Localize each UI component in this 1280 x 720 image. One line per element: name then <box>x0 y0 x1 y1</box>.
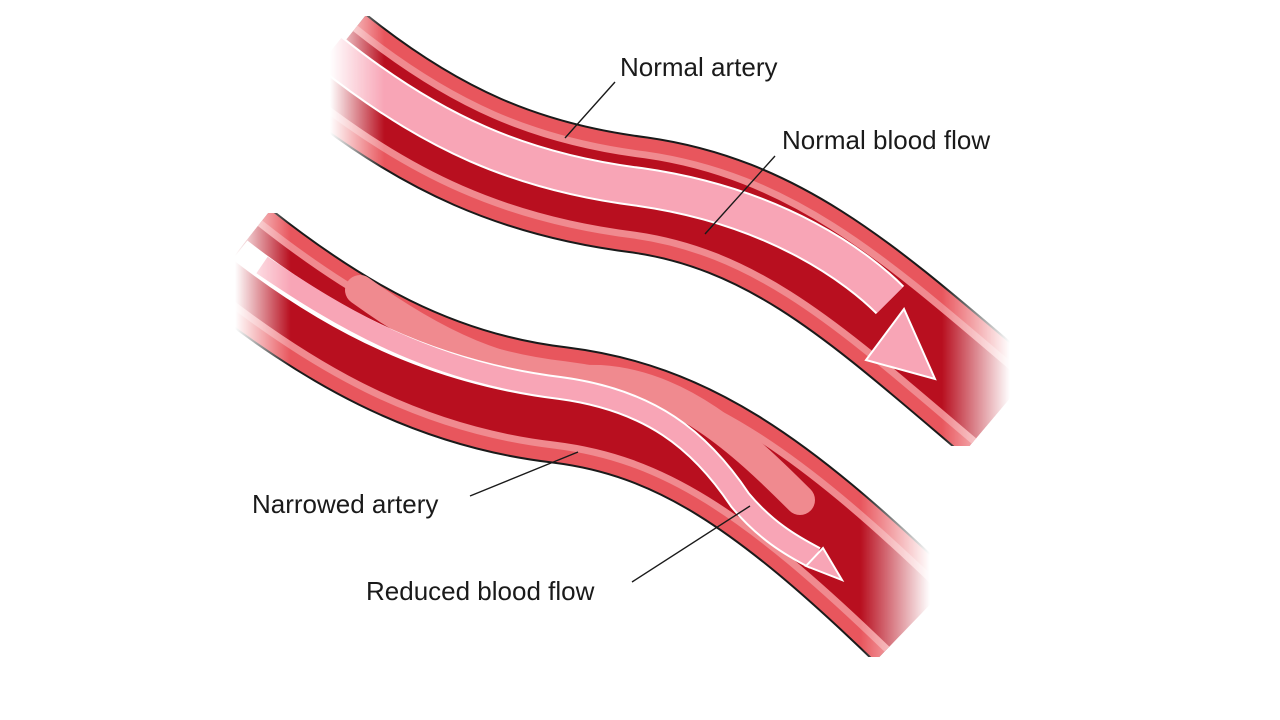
normal-artery-leader <box>564 81 616 139</box>
reduced-flow-leader <box>631 505 751 583</box>
narrowed-artery-leader <box>469 451 579 497</box>
normal-flow-leader <box>704 155 776 235</box>
normal-flow-label: Normal blood flow <box>782 125 990 155</box>
normal-flow-band-fill <box>318 37 903 313</box>
reduced-flow-band <box>256 256 820 567</box>
narrowed-artery-label: Narrowed artery <box>252 489 438 519</box>
normal-artery-label: Normal artery <box>620 52 777 82</box>
normal-artery <box>293 13 1039 456</box>
reduced-flow-arrowhead <box>804 546 845 582</box>
normal-flow-arrowhead <box>864 307 937 381</box>
plaque-buildup <box>345 275 815 515</box>
reduced-flow-label: Reduced blood flow <box>366 576 595 606</box>
